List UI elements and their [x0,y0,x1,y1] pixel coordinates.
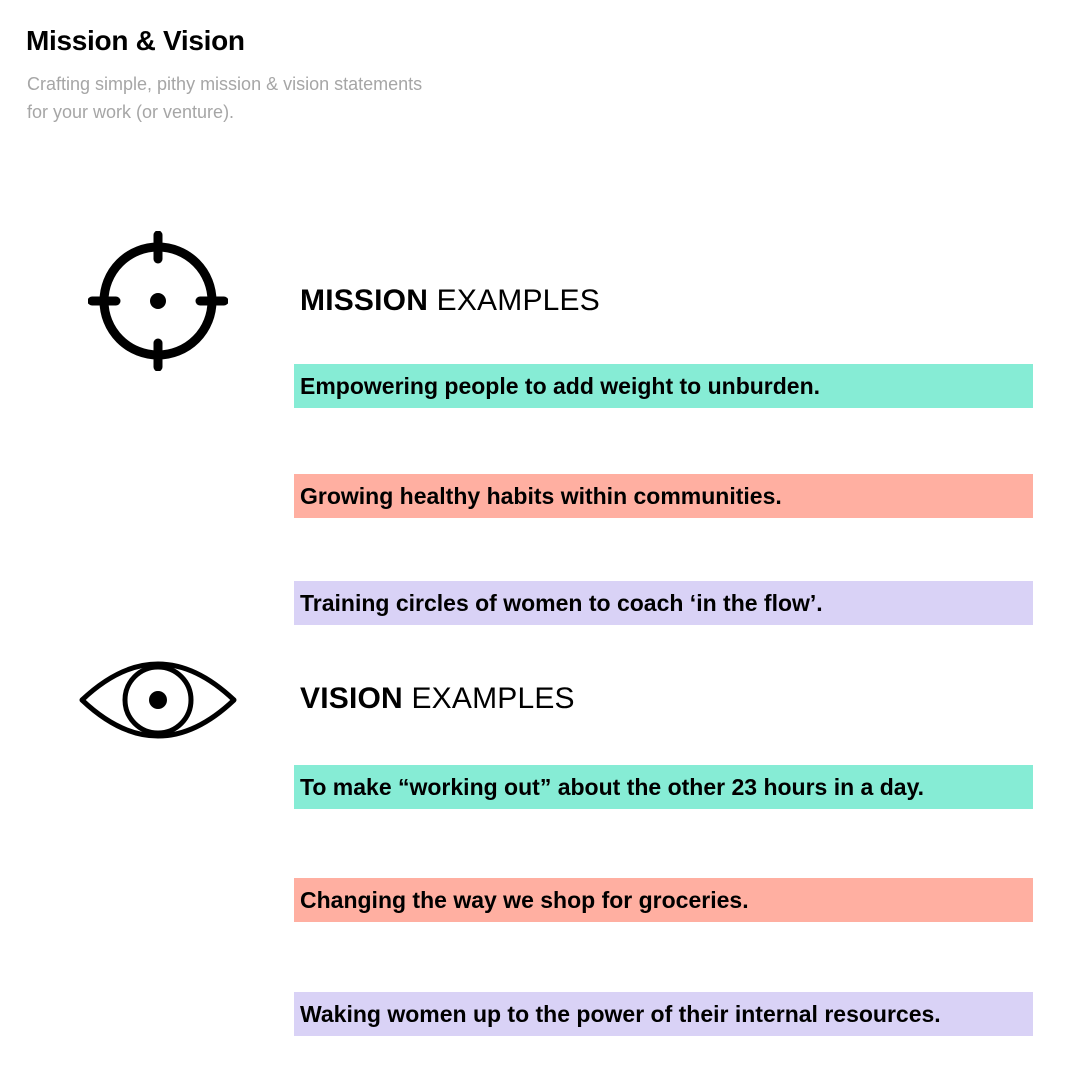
vision-heading-strong: VISION [300,682,403,715]
mission-example: Training circles of women to coach ‘in t… [294,581,1033,625]
mission-example: Empowering people to add weight to unbur… [294,364,1033,408]
vision-example: To make “working out” about the other 23… [294,765,1033,809]
vision-example: Waking women up to the power of their in… [294,992,1033,1036]
vision-example: Changing the way we shop for groceries. [294,878,1033,922]
mission-example: Growing healthy habits within communitie… [294,474,1033,518]
page-subtitle: Crafting simple, pithy mission & vision … [27,70,422,126]
mission-heading-strong: MISSION [300,284,429,317]
vision-heading: VISION EXAMPLES [300,681,575,717]
mission-heading-rest: EXAMPLES [436,284,600,317]
page-title: Mission & Vision [26,25,245,56]
vision-heading-rest: EXAMPLES [411,682,575,715]
mission-heading: MISSION EXAMPLES [300,283,600,319]
eye-icon [79,661,237,739]
subtitle-line: for your work (or venture). [27,102,235,122]
target-crosshair-icon [88,231,228,371]
subtitle-line: Crafting simple, pithy mission & vision … [27,74,423,94]
